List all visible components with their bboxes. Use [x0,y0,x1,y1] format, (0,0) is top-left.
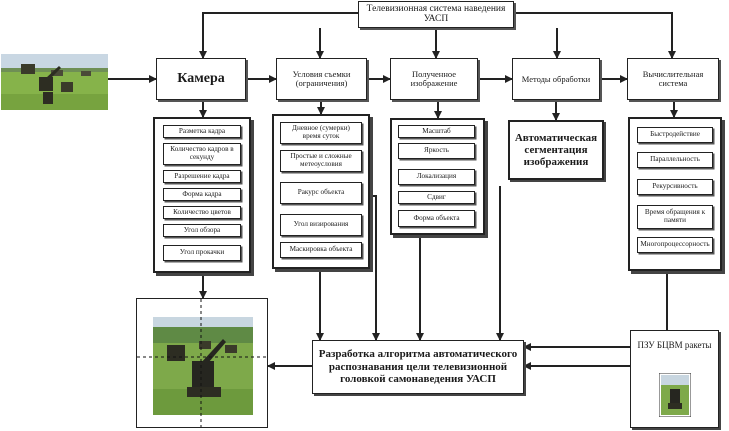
image-item: Масштаб [398,125,475,138]
computing-head-label: Вычислительная система [642,69,704,88]
algorithm-label: Разработка алгоритма автоматического рас… [318,348,518,386]
field-photo [1,54,108,110]
computing-item: Рекурсивность [637,179,713,195]
conditions-item: Угол визирования [280,214,362,236]
image-item: Форма объекта [398,210,475,227]
target-frame-photo [136,298,268,428]
algorithm-box: Разработка алгоритма автоматического рас… [312,340,524,394]
camera-item: Форма кадра [163,188,241,201]
tv-guidance-system-box: Телевизионная система наведения УАСП [358,1,514,28]
camera-item: Угол прокачки [163,245,241,261]
computing-head: Вычислительная система [627,58,719,100]
pzu-label: ПЗУ БЦВМ ракеты [637,340,712,350]
methods-head-label: Методы обработки [521,73,591,84]
segmentation-box: Автоматическая сегментация изображения [508,120,604,180]
computing-item: Параллельность [637,152,713,168]
conditions-item: Дневное (сумерки) время суток [280,122,362,144]
tv-guidance-system-label: Телевизионная система наведения УАСП [366,3,506,24]
image-panel: Масштаб Яркость Локализация Сдвиг Форма … [390,118,485,235]
camera-item: Количество кадров в секунду [163,143,241,165]
camera-head-label: Камера [177,70,225,86]
target-frame-image [137,299,267,427]
camera-head: Камера [156,58,246,100]
conditions-panel: Дневное (сумерки) время суток Простые и … [272,114,370,269]
image-item: Локализация [398,169,475,185]
computing-item: Многопроцессорность [637,237,713,253]
conditions-head-label: Условия съемки (ограничения) [292,69,351,88]
camera-item: Угол обзора [163,224,241,237]
camera-item: Количество цветов [163,206,241,219]
computing-item: Быстродействие [637,127,713,143]
methods-head: Методы обработки [512,58,600,100]
segmentation-label: Автоматическая сегментация изображения [514,131,598,169]
conditions-item: Ракурс объекта [280,182,362,204]
camera-panel: Разметка кадра Количество кадров в секун… [153,117,251,273]
pzu-box: ПЗУ БЦВМ ракеты [630,330,719,428]
field-photo-image [1,54,108,110]
camera-item: Разрешение кадра [163,170,241,183]
image-head-label: Полученное изображение [410,69,458,88]
camera-item: Разметка кадра [163,125,241,138]
image-item: Яркость [398,143,475,159]
image-item: Сдвиг [398,191,475,204]
computing-panel: Быстродействие Параллельность Рекурсивно… [628,117,722,271]
image-head: Полученное изображение [390,58,478,100]
conditions-head: Условия съемки (ограничения) [276,58,367,100]
conditions-item: Простые и сложные метеоусловия [280,150,362,172]
computing-item: Время обращения к памяти [637,205,713,229]
conditions-item: Маскировка объекта [280,242,362,258]
pzu-photo [659,373,691,417]
